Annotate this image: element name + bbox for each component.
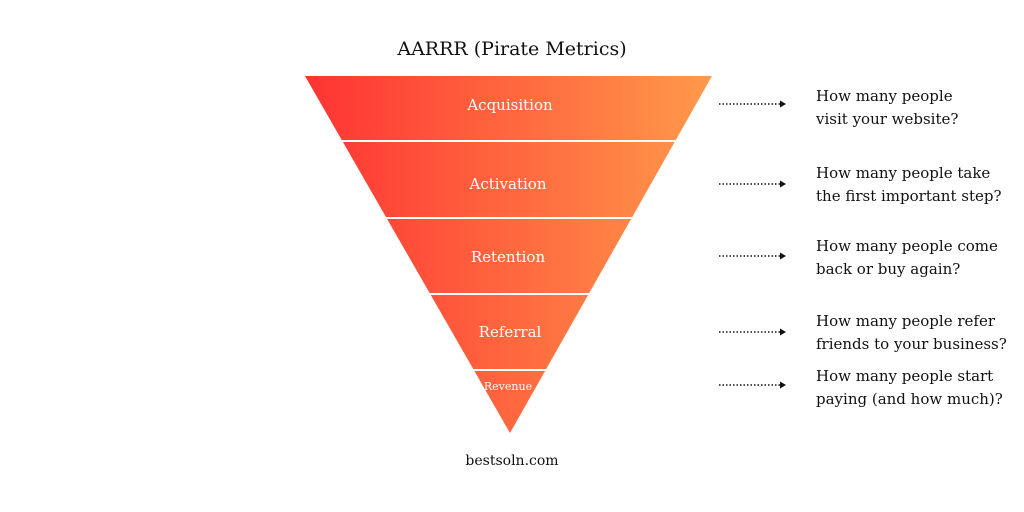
funnel-shape xyxy=(305,76,712,433)
question-activation: How many people take the first important… xyxy=(816,162,1021,208)
stage-label-revenue: Revenue xyxy=(484,380,532,393)
stage-label-retention: Retention xyxy=(471,248,546,266)
question-line: paying (and how much)? xyxy=(816,390,1003,408)
diagram-title: AARRR (Pirate Metrics) xyxy=(397,38,627,60)
stage-label-acquisition: Acquisition xyxy=(466,96,553,114)
question-line: How many people start xyxy=(816,367,994,385)
question-line: How many people come xyxy=(816,237,998,255)
stage-label-referral: Referral xyxy=(479,323,542,341)
question-line: friends to your business? xyxy=(816,335,1007,353)
question-line: visit your website? xyxy=(816,110,959,128)
question-line: back or buy again? xyxy=(816,260,961,278)
question-revenue: How many people start paying (and how mu… xyxy=(816,365,1021,411)
question-referral: How many people refer friends to your bu… xyxy=(816,310,1021,356)
arrow-activation xyxy=(719,180,786,188)
question-line: the first important step? xyxy=(816,187,1002,205)
stage-label-activation: Activation xyxy=(469,175,547,193)
arrow-revenue xyxy=(719,381,786,389)
footer-website: bestsoln.com xyxy=(465,453,559,469)
arrow-referral xyxy=(719,328,786,336)
question-line: How many people take xyxy=(816,164,991,182)
question-retention: How many people come back or buy again? xyxy=(816,235,1021,281)
question-line: How many people xyxy=(816,87,953,105)
arrow-acquisition xyxy=(719,100,786,108)
question-line: How many people refer xyxy=(816,312,995,330)
question-acquisition: How many people visit your website? xyxy=(816,85,1021,131)
arrow-retention xyxy=(719,252,786,260)
